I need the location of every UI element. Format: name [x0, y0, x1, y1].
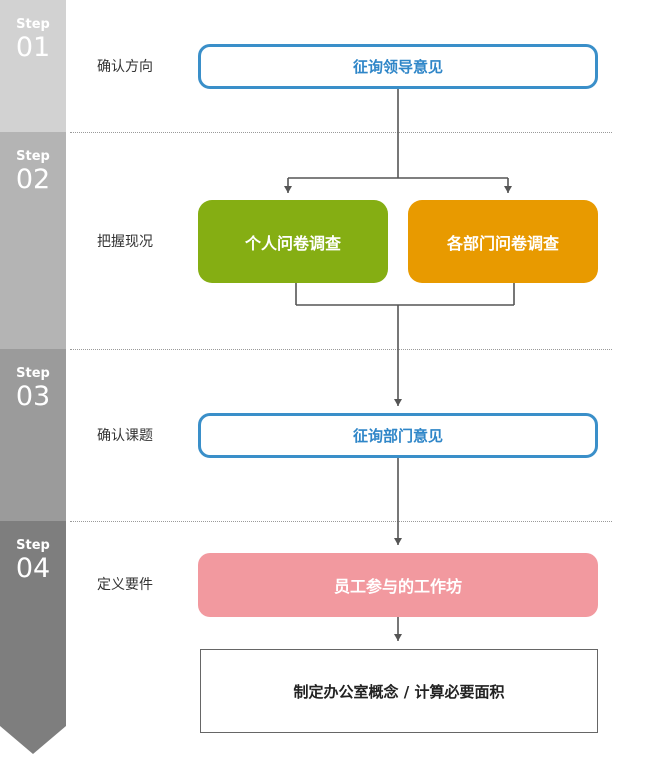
stage-label-status: 把握现况	[97, 234, 153, 250]
personal-survey-node: 个人问卷调查	[198, 200, 388, 283]
dept-opinion-node: 征询部门意见	[198, 413, 598, 458]
stage-label-direction: 确认方向	[97, 59, 153, 75]
step-04-word: Step	[16, 538, 50, 553]
step-04: Step 04	[0, 521, 66, 726]
step-03-number: 03	[15, 381, 51, 412]
step-01: Step 01	[0, 0, 66, 132]
step-arrow-tip	[0, 726, 66, 754]
step-04-number: 04	[15, 553, 51, 584]
stage-label-requirements: 定义要件	[97, 577, 153, 593]
step-02: Step 02	[0, 132, 66, 349]
separator-1	[70, 132, 612, 133]
step-01-number: 01	[15, 32, 51, 63]
separator-3	[70, 521, 612, 522]
separator-2	[70, 349, 612, 350]
step-03-word: Step	[16, 366, 50, 381]
step-02-word: Step	[16, 149, 50, 164]
dept-survey-node: 各部门问卷调查	[408, 200, 598, 283]
leader-opinion-node: 征询领导意见	[198, 44, 598, 89]
step-03: Step 03	[0, 349, 66, 521]
step-02-number: 02	[15, 164, 51, 195]
stage-label-issues: 确认课题	[97, 428, 153, 444]
final-output-node: 制定办公室概念 / 计算必要面积	[200, 649, 598, 733]
workshop-node: 员工参与的工作坊	[198, 553, 598, 617]
step-01-word: Step	[16, 17, 50, 32]
